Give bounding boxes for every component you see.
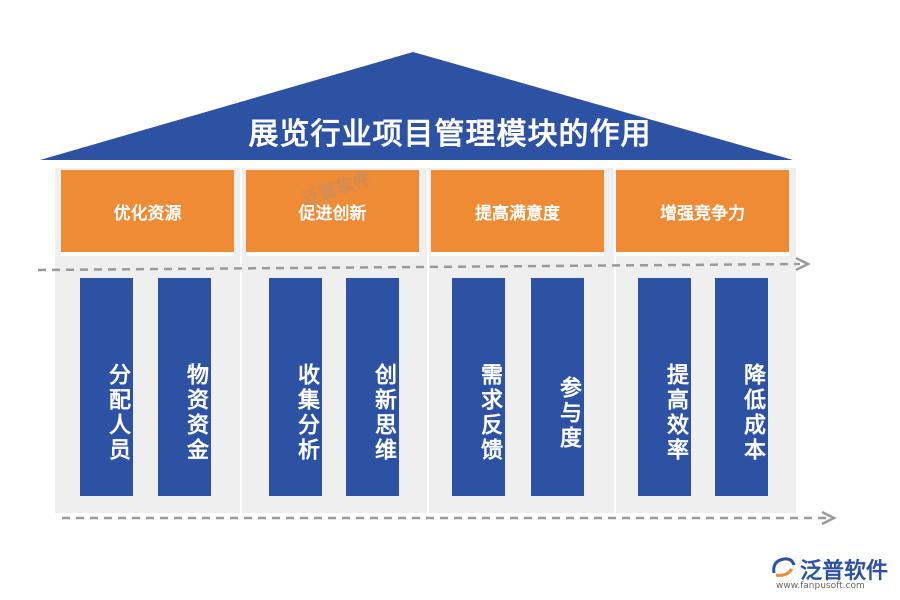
roof-triangle <box>40 52 793 160</box>
logo-name: 泛普软件 <box>800 559 889 584</box>
pillar-header-1: 优化资源 <box>61 170 234 256</box>
item-column: 提高效率 <box>638 278 691 496</box>
item-column: 物资资金 <box>158 278 211 496</box>
logo-url: www.fanpusoft.com <box>776 581 865 591</box>
item-column: 创新思维 <box>346 278 399 496</box>
diagram-title: 展览行业项目管理模块的作用 <box>248 117 652 152</box>
item-column: 分配人员 <box>80 278 133 496</box>
item-column: 需求反馈 <box>452 278 505 496</box>
bottom-dashed-arrow <box>62 510 837 526</box>
pillar-header-2: 促进创新 <box>246 170 419 256</box>
item-column: 收集分析 <box>269 278 322 496</box>
pillar-header-4: 增强竞争力 <box>616 170 789 256</box>
item-column: 参与度 <box>531 278 584 496</box>
pillar-header-3: 提高满意度 <box>431 170 604 256</box>
item-column: 降低成本 <box>715 278 768 496</box>
brand-logo: 泛普软件 www.fanpusoft.com <box>770 553 890 593</box>
logo-icon <box>772 557 796 577</box>
